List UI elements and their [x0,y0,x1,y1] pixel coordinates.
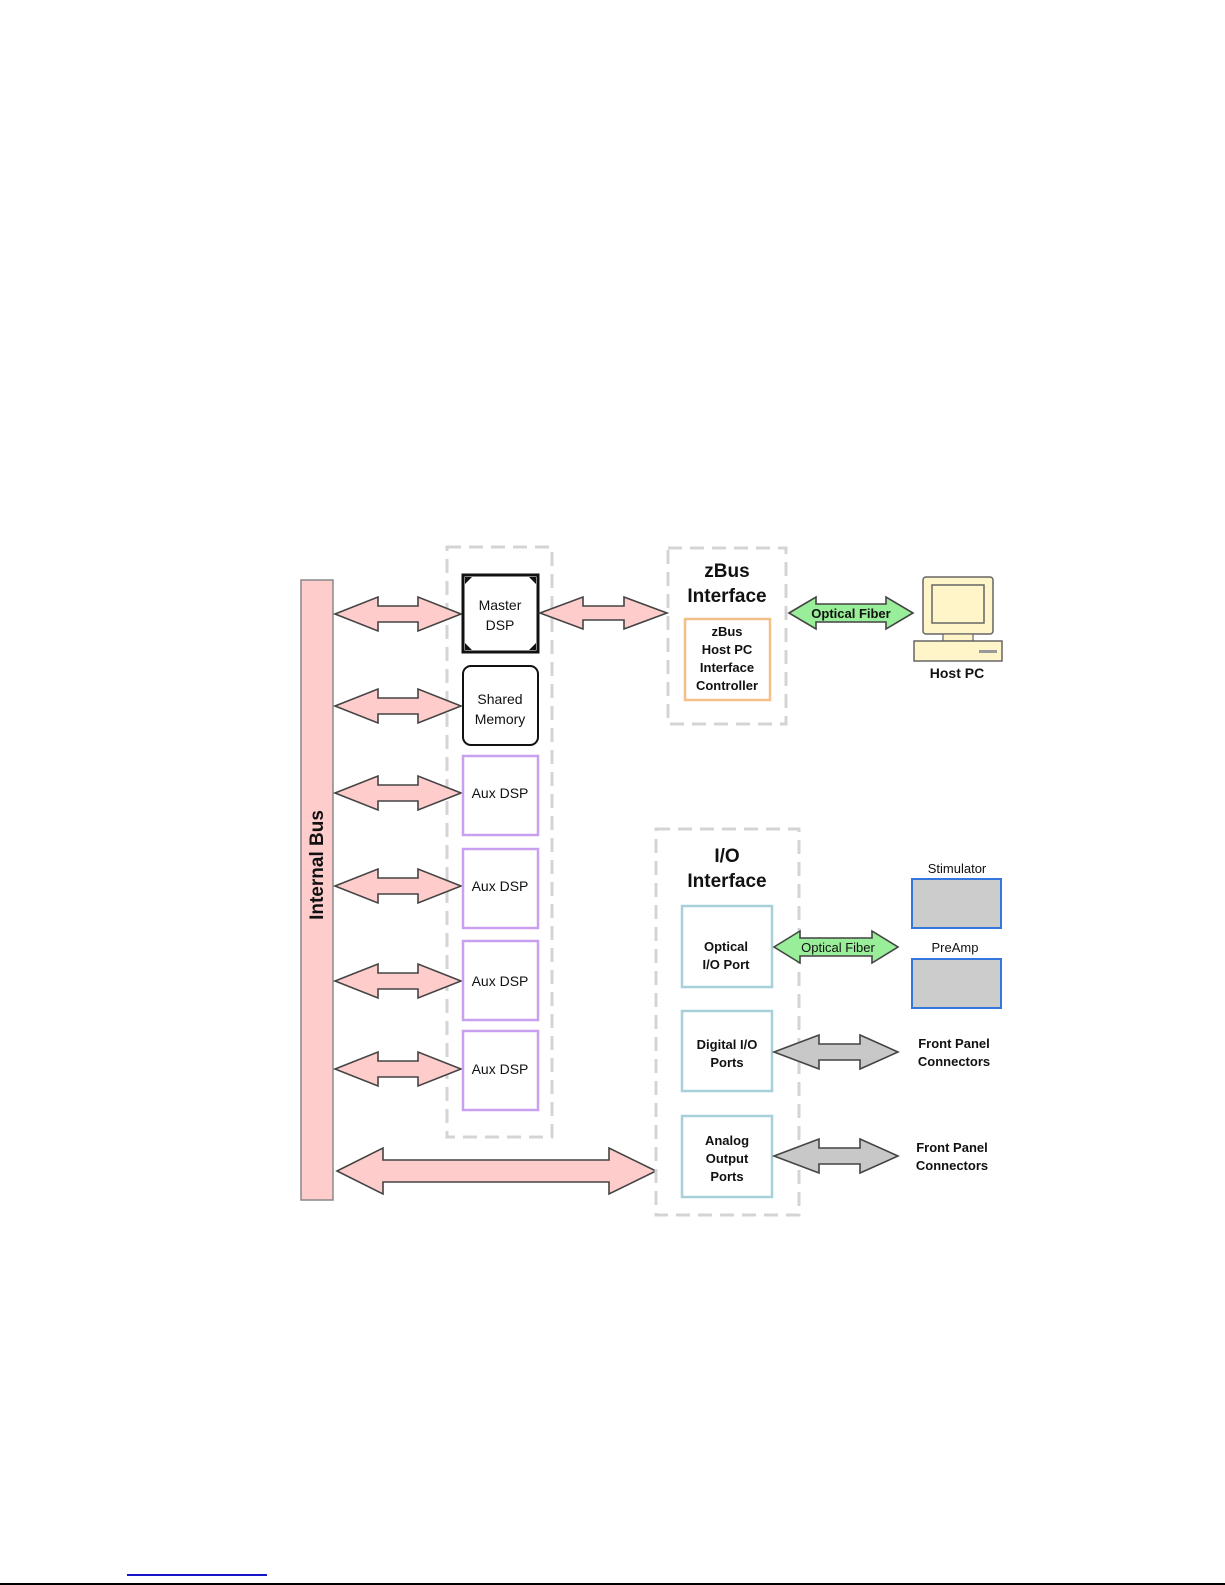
arrow-master-dsp-zbus [540,597,667,629]
master-dsp-label-line2: DSP [486,617,515,633]
arrow-bus-shared-memory [335,689,461,723]
front-panel-label-line2: Connectors [918,1054,990,1069]
footer-link-underline[interactable] [127,1574,267,1576]
zbus-interface-title-line1: zBus [704,561,749,582]
master-dsp-box [463,575,538,652]
digital-io-ports-label-line1: Digital I/O [697,1037,758,1052]
front-panel-label-line1: Front Panel [916,1140,988,1155]
zbus-controller-label-line2: Host PC [702,642,753,657]
optical-io-port[interactable]: Optical I/O Port [682,906,772,987]
arrow-bus-io-interface [337,1148,656,1194]
internal-bus-label: Internal Bus [307,810,328,920]
shared-memory-label-line1: Shared [477,691,522,707]
zbus-interface-group: zBus Interface zBus Host PC Interface Co… [668,548,786,724]
aux-dsp-block-3[interactable]: Aux DSP [463,941,538,1020]
arrow-bus-aux-dsp-2 [335,869,461,903]
arrow-bus-aux-dsp-4 [335,1052,461,1086]
zbus-controller-label-line3: Interface [700,660,754,675]
stimulator-device[interactable]: Stimulator [912,861,1001,928]
aux-dsp-label: Aux DSP [472,973,529,989]
digital-io-ports-label-line2: Ports [710,1055,743,1070]
master-dsp-block[interactable]: Master DSP [463,575,538,652]
internal-bus: Internal Bus [301,580,333,1200]
analog-output-ports-label-line2: Output [706,1151,749,1166]
analog-output-ports-label-line1: Analog [705,1133,749,1148]
optical-fiber-io-link: Optical Fiber [774,931,898,963]
arrow-bus-aux-dsp-1 [335,776,461,810]
aux-dsp-label: Aux DSP [472,785,529,801]
host-pc[interactable]: Host PC [914,577,1002,681]
analog-output-ports-label-line3: Ports [710,1169,743,1184]
optical-fiber-label: Optical Fiber [811,606,890,621]
host-pc-label: Host PC [930,665,984,681]
stimulator-label: Stimulator [928,861,987,876]
front-panel-connectors-1: Front Panel Connectors [918,1036,990,1069]
shared-memory-label-line2: Memory [475,711,526,727]
stimulator-box [912,879,1001,928]
aux-dsp-label: Aux DSP [472,1061,529,1077]
optical-io-port-label-line1: Optical [704,939,748,954]
front-panel-label-line2: Connectors [916,1158,988,1173]
preamp-label: PreAmp [932,940,979,955]
front-panel-connectors-2: Front Panel Connectors [916,1140,988,1173]
analog-output-ports[interactable]: Analog Output Ports [682,1116,772,1197]
master-dsp-label-line1: Master [479,597,522,613]
arrow-analog-output-front-panel [774,1139,898,1173]
computer-icon [914,577,1002,661]
arrow-digital-io-front-panel [774,1035,898,1069]
aux-dsp-block-1[interactable]: Aux DSP [463,756,538,835]
zbus-controller-label-line4: Controller [696,678,758,693]
zbus-host-pc-interface-controller[interactable]: zBus Host PC Interface Controller [685,619,770,700]
digital-io-ports[interactable]: Digital I/O Ports [682,1011,772,1091]
aux-dsp-block-4[interactable]: Aux DSP [463,1031,538,1110]
arrow-bus-aux-dsp-3 [335,964,461,998]
shared-memory-block[interactable]: Shared Memory [463,666,538,745]
preamp-device[interactable]: PreAmp [912,940,1001,1008]
front-panel-label-line1: Front Panel [918,1036,990,1051]
preamp-box [912,959,1001,1008]
optical-fiber-label: Optical Fiber [801,940,875,955]
io-interface-title-line1: I/O [714,846,739,867]
optical-io-port-label-line2: I/O Port [703,957,751,972]
io-interface-title-line2: Interface [687,871,766,892]
aux-dsp-label: Aux DSP [472,878,529,894]
zbus-controller-label-line1: zBus [711,624,742,639]
arrow-bus-master-dsp [335,597,461,631]
aux-dsp-block-2[interactable]: Aux DSP [463,849,538,928]
optical-fiber-host-link: Optical Fiber [789,597,913,629]
zbus-interface-title-line2: Interface [687,586,766,607]
